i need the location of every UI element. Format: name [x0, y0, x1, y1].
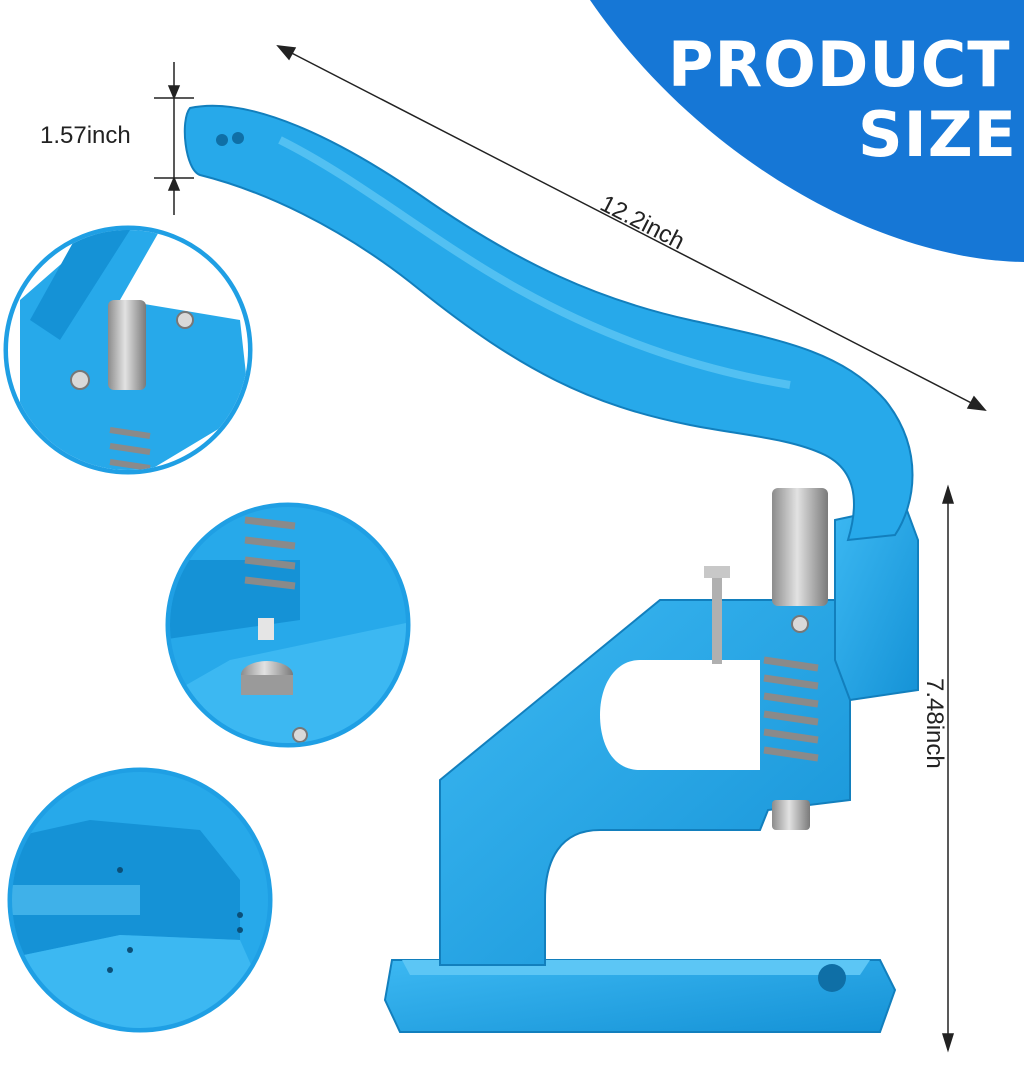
frame-opening [600, 660, 760, 770]
detail-inset-pivot [3, 225, 253, 475]
dimension-lines [154, 45, 987, 1053]
press-spring [763, 656, 819, 762]
frame-screw [791, 615, 809, 633]
adjust-screw [712, 572, 722, 664]
adjust-nut [704, 566, 730, 578]
base-plate [383, 959, 897, 1033]
handle-hole [232, 132, 244, 144]
press-handle [183, 104, 914, 542]
hand-press-tool [183, 104, 919, 1033]
handle-thickness-label: 1.57inch [40, 122, 131, 149]
handle-highlight [278, 136, 791, 389]
lower-ram [772, 800, 810, 830]
detail-inset-spring [165, 502, 411, 748]
detail-inset-base [7, 767, 273, 1033]
banner-shape [590, 0, 1024, 262]
banner-title-line2: SIZE [858, 98, 1018, 171]
upper-ram [772, 488, 828, 606]
press-frame [439, 599, 851, 966]
banner-title-line1: PRODUCT [668, 28, 1011, 101]
handle-hole [216, 134, 228, 146]
height-label: 7.48inch [921, 678, 948, 769]
base-hole [818, 964, 846, 992]
